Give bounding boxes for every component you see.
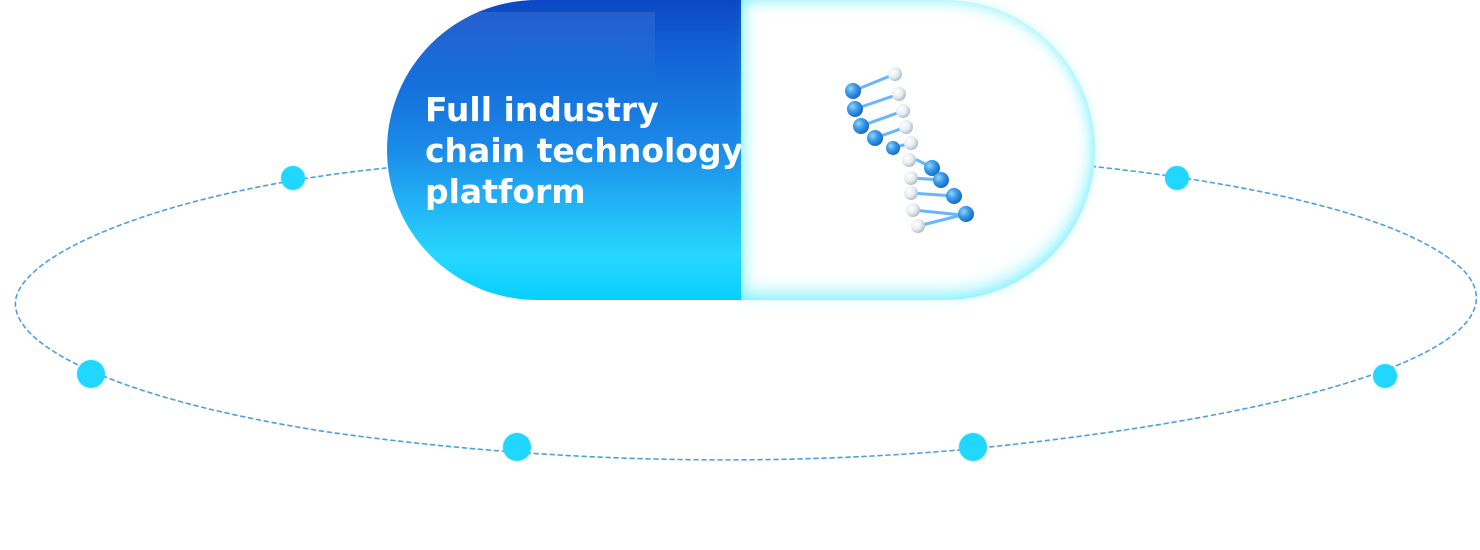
dna-blue-strand [845,83,974,222]
capsule-left-half: Full industry chain technology platform [387,0,741,300]
orbit-node-upper-right [1165,166,1189,190]
dna-white-strand [888,67,925,233]
dna-icon [845,67,974,233]
capsule-title-line-2: chain technology [425,130,741,170]
orbit-node-upper-left [281,166,305,190]
dna-links [851,72,968,228]
orbit-node-left [77,360,105,388]
capsule-title: Full industry chain technology platform [425,90,741,213]
orbit-path [14,148,1478,461]
orbit-node-bottom-right [959,433,987,461]
orbit-node-right [1373,364,1397,388]
orbit-node-bottom-left [503,433,531,461]
capsule-title-line-3: platform [425,171,586,211]
capsule-right-half [741,0,1095,300]
capsule: Full industry chain technology platform [387,0,1095,300]
capsule-title-line-1: Full industry [425,90,659,129]
